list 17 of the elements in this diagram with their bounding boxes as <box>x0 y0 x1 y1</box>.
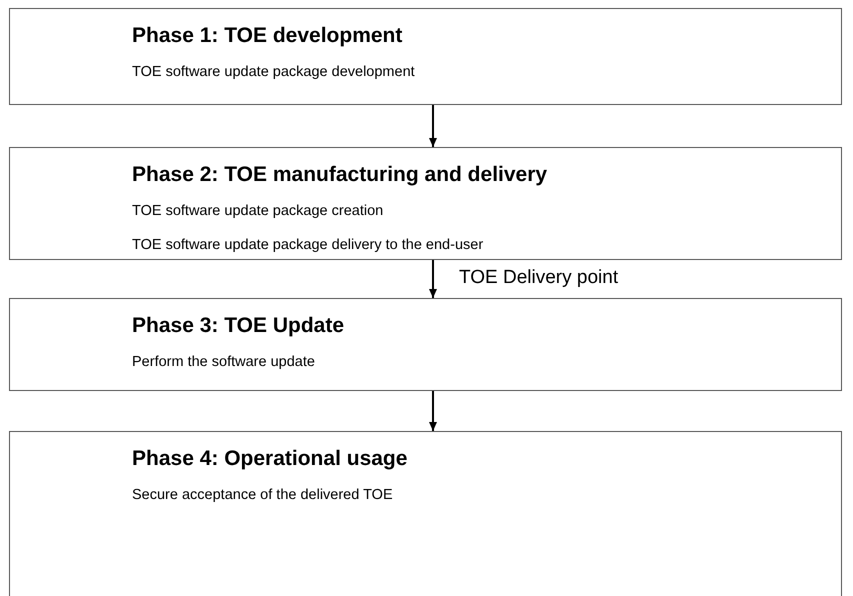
arrow <box>429 260 437 298</box>
phase-heading: Phase 1: TOE development <box>132 24 402 48</box>
phase-description: TOE software update package delivery to the end-user <box>132 237 484 253</box>
phase-box <box>9 8 842 105</box>
phase-description: TOE software update package development <box>132 64 415 80</box>
phase-description: Secure acceptance of the delivered TOE <box>132 487 393 503</box>
phase-description: Perform the software update <box>132 354 315 370</box>
phase-box <box>9 147 842 260</box>
arrow <box>429 105 437 147</box>
edge-label: TOE Delivery point <box>457 267 620 289</box>
phase-heading: Phase 3: TOE Update <box>132 314 344 338</box>
phase-box <box>9 431 842 596</box>
phase-heading: Phase 2: TOE manufacturing and delivery <box>132 163 548 187</box>
phase-heading: Phase 4: Operational usage <box>132 447 408 471</box>
phase-box <box>9 298 842 391</box>
phase-description: TOE software update package creation <box>132 203 384 219</box>
arrow <box>429 391 437 431</box>
